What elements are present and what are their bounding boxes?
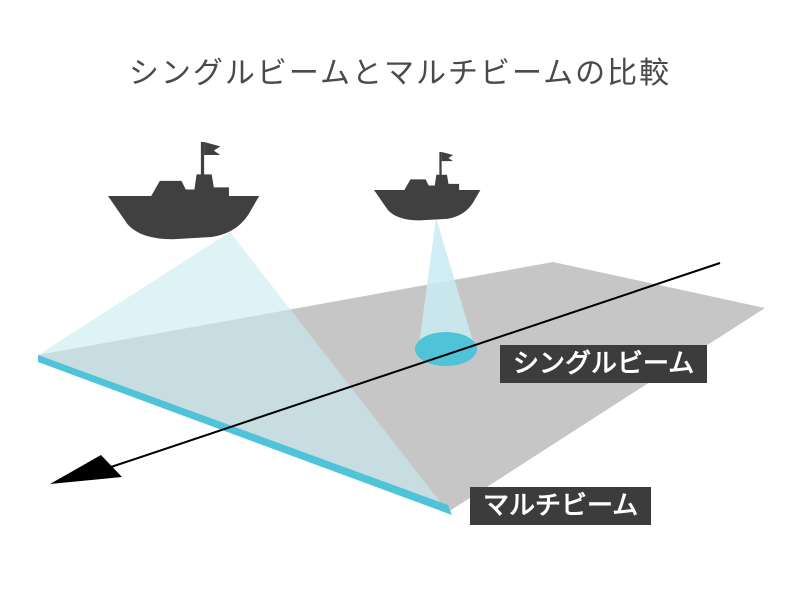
boat-with-flag-icon [374,152,481,221]
boat-with-flag-icon [108,142,260,240]
multibeam-fan [38,232,448,512]
singlebeam-footprint [415,332,477,366]
multibeam-swath-edge [38,355,452,515]
survey-track-line [107,262,721,469]
track-arrow-head [50,455,122,484]
page-title: シングルビームとマルチビームの比較 [128,56,672,91]
multibeam-label: マルチビーム [470,487,652,525]
singlebeam-cone [418,218,475,352]
singlebeam-label: シングルビーム [500,345,708,383]
